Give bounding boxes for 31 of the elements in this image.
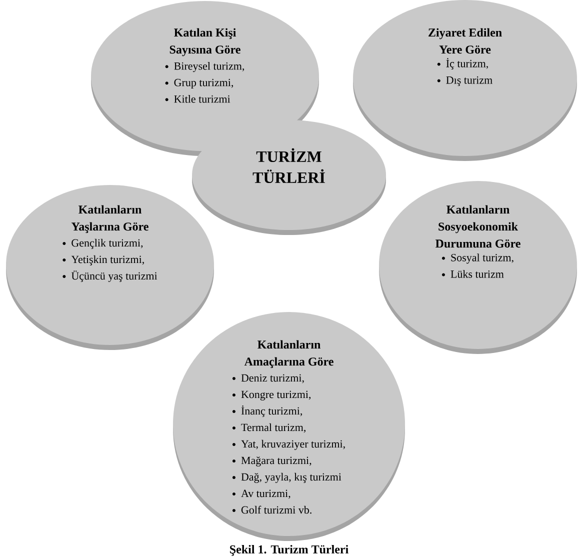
list-item: Av turizmi,	[232, 490, 290, 499]
ellipse-node	[192, 120, 386, 235]
list-item: Termal turizm,	[232, 423, 306, 433]
heading-text: TURİZM TÜRLERİ	[252, 148, 325, 184]
list-item: Grup turizmi,	[165, 78, 233, 88]
heading-text: Ziyaret Edilen Yere Göre	[428, 28, 502, 54]
list-item: Mağara turizmi,	[232, 456, 312, 466]
list-item: Lüks turizm	[442, 270, 504, 278]
list-item: Bireysel turizm,	[165, 62, 244, 72]
heading-text: Katılan Kişi Sayısına Göre	[170, 28, 240, 56]
list-item: Kongre turizmi,	[232, 390, 311, 400]
list-item: Gençlik turizmi,	[62, 238, 143, 249]
caption: Şekil 1. Turizm Türleri	[230, 545, 348, 556]
list-item: İnanç turizmi,	[232, 406, 302, 417]
list-item: Deniz turizmi,	[232, 374, 304, 384]
ellipse-node	[6, 185, 214, 350]
heading-text: Katılanların Amaçlarına Göre	[244, 340, 334, 368]
list-item: Dış turizm	[437, 76, 492, 86]
list-item: Üçüncü yaş turizmi	[62, 270, 158, 282]
list-item: İç turizm,	[437, 58, 488, 70]
list-item: Yat, kruvaziyer turizmi,	[232, 440, 345, 450]
list-item: Dağ, yayla, kış turizmi	[232, 472, 342, 483]
list-item: Yetişkin turizmi,	[62, 255, 144, 266]
heading-text: Katılanların Sosyoekonomik Durumuna Göre	[435, 205, 520, 248]
ellipse-node	[173, 312, 405, 541]
ellipse-node	[353, 0, 577, 161]
ellipse-node	[379, 181, 577, 354]
list-item: Sosyal turizm,	[442, 254, 514, 264]
list-item: Kitle turizmi	[165, 95, 230, 103]
heading-text: Katılanların Yaşlarına Göre	[71, 205, 148, 233]
list-item: Golf turizmi vb.	[232, 506, 312, 514]
